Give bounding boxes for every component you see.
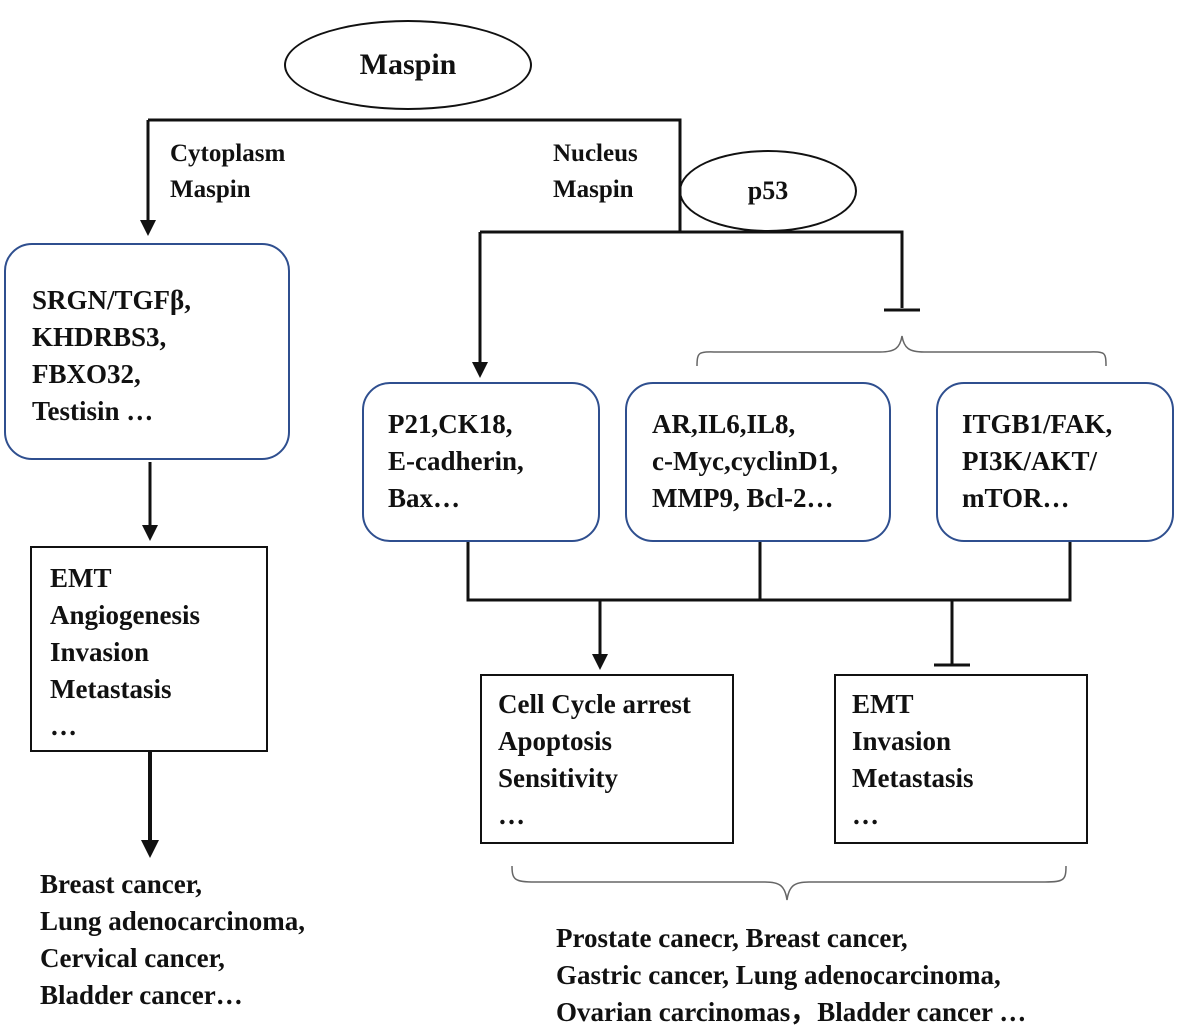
- inhibited-targets-box-a: [625, 382, 891, 542]
- effect-angiogenesis: Angiogenesis: [50, 600, 201, 630]
- inhibited-targets-box-b: [936, 382, 1174, 542]
- target-fbxo32: FBXO32,: [32, 359, 141, 389]
- cancer-cervical: Cervical cancer,: [40, 943, 225, 973]
- nucleus-maspin-text: Maspin: [553, 176, 634, 203]
- arrowhead-promote: [472, 362, 488, 378]
- inhibited-targets-brace: [696, 335, 1107, 367]
- nucleus-text: Nucleus: [553, 140, 638, 167]
- cytoplasm-targets-text: SRGN/TGFβ, KHDRBS3, FBXO32, Testisin …: [32, 282, 191, 430]
- target-ar: AR,IL6,IL8,: [652, 409, 796, 439]
- nucleus-cancers-text: Prostate canecr, Breast cancer, Gastric …: [556, 920, 1026, 1030]
- cancer-bladder: Bladder cancer…: [40, 980, 243, 1010]
- cytoplasm-effects-box: [30, 546, 268, 752]
- inhibited-effects-text: EMT Invasion Metastasis …: [852, 686, 973, 834]
- effect-emt: EMT: [852, 689, 914, 719]
- cancer-lung: Lung adenocarcinoma,: [40, 906, 306, 936]
- target-srgn: SRGN/TGFβ,: [32, 285, 191, 315]
- effect-sensitivity: Sensitivity: [498, 763, 619, 793]
- nucleus-maspin-label: Nucleus Maspin: [553, 136, 638, 208]
- cytoplasm-text: Cytoplasm: [170, 140, 286, 167]
- target-ecadherin: E-cadherin,: [388, 446, 524, 476]
- cytoplasm-maspin-label: Cytoplasm Maspin: [170, 136, 285, 208]
- cancer-breast: Breast cancer,: [40, 869, 202, 899]
- cancer-types-brace: [511, 865, 1067, 901]
- nucleus-split-line: [480, 230, 904, 308]
- cytoplasm-targets-box: [4, 243, 290, 460]
- effect-apoptosis: Apoptosis: [498, 726, 613, 756]
- effect-more: …: [498, 800, 525, 830]
- inhibited-targets-text-a: AR,IL6,IL8, c-Myc,cyclinD1, MMP9, Bcl-2…: [652, 406, 838, 517]
- target-mtor: mTOR…: [962, 483, 1070, 513]
- target-p21: P21,CK18,: [388, 409, 513, 439]
- maspin-node: Maspin: [284, 20, 532, 110]
- target-testisin: Testisin …: [32, 396, 154, 426]
- p53-node: p53: [679, 150, 857, 232]
- effect-more: …: [852, 800, 879, 830]
- inhibited-targets-text-b: ITGB1/FAK, PI3K/AKT/ mTOR…: [962, 406, 1112, 517]
- target-cmyc: c-Myc,cyclinD1,: [652, 446, 838, 476]
- effect-metastasis: Metastasis: [852, 763, 974, 793]
- arrowhead-left-2: [141, 840, 159, 858]
- target-mmp9: MMP9, Bcl-2…: [652, 483, 834, 513]
- cancer-line-2: Gastric cancer, Lung adenocarcinoma,: [556, 960, 1001, 990]
- cancer-line-3: Ovarian carcinomas，Bladder cancer …: [556, 997, 1027, 1027]
- promoted-targets-text: P21,CK18, E-cadherin, Bax…: [388, 406, 524, 517]
- cancer-line-1: Prostate canecr, Breast cancer,: [556, 923, 908, 953]
- promoted-targets-box: [362, 382, 600, 542]
- effect-emt: EMT: [50, 563, 112, 593]
- target-bax: Bax…: [388, 483, 461, 513]
- effect-invasion: Invasion: [852, 726, 952, 756]
- cytoplasm-maspin-text: Maspin: [170, 176, 251, 203]
- cytoplasm-effects-text: EMT Angiogenesis Invasion Metastasis …: [50, 560, 200, 745]
- target-pi3k: PI3K/AKT/: [962, 446, 1098, 476]
- merge-line: [466, 540, 1072, 602]
- cytoplasm-cancers-text: Breast cancer, Lung adenocarcinoma, Cerv…: [40, 866, 305, 1014]
- p53-label: p53: [747, 176, 789, 205]
- effect-cell-cycle-arrest: Cell Cycle arrest: [498, 689, 691, 719]
- effect-invasion: Invasion: [50, 637, 150, 667]
- arrowhead-left-1: [142, 525, 158, 541]
- target-khdrbs3: KHDRBS3,: [32, 322, 167, 352]
- inhibited-effects-box: [834, 674, 1088, 844]
- arrowhead-cytoplasm: [140, 220, 156, 236]
- maspin-label: Maspin: [359, 48, 457, 81]
- promoted-effects-box: [480, 674, 734, 844]
- arrowhead-promote-effect: [592, 654, 608, 670]
- target-itgb1: ITGB1/FAK,: [962, 409, 1113, 439]
- effect-more: …: [50, 711, 77, 741]
- promoted-effects-text: Cell Cycle arrest Apoptosis Sensitivity …: [498, 686, 691, 834]
- effect-metastasis: Metastasis: [50, 674, 172, 704]
